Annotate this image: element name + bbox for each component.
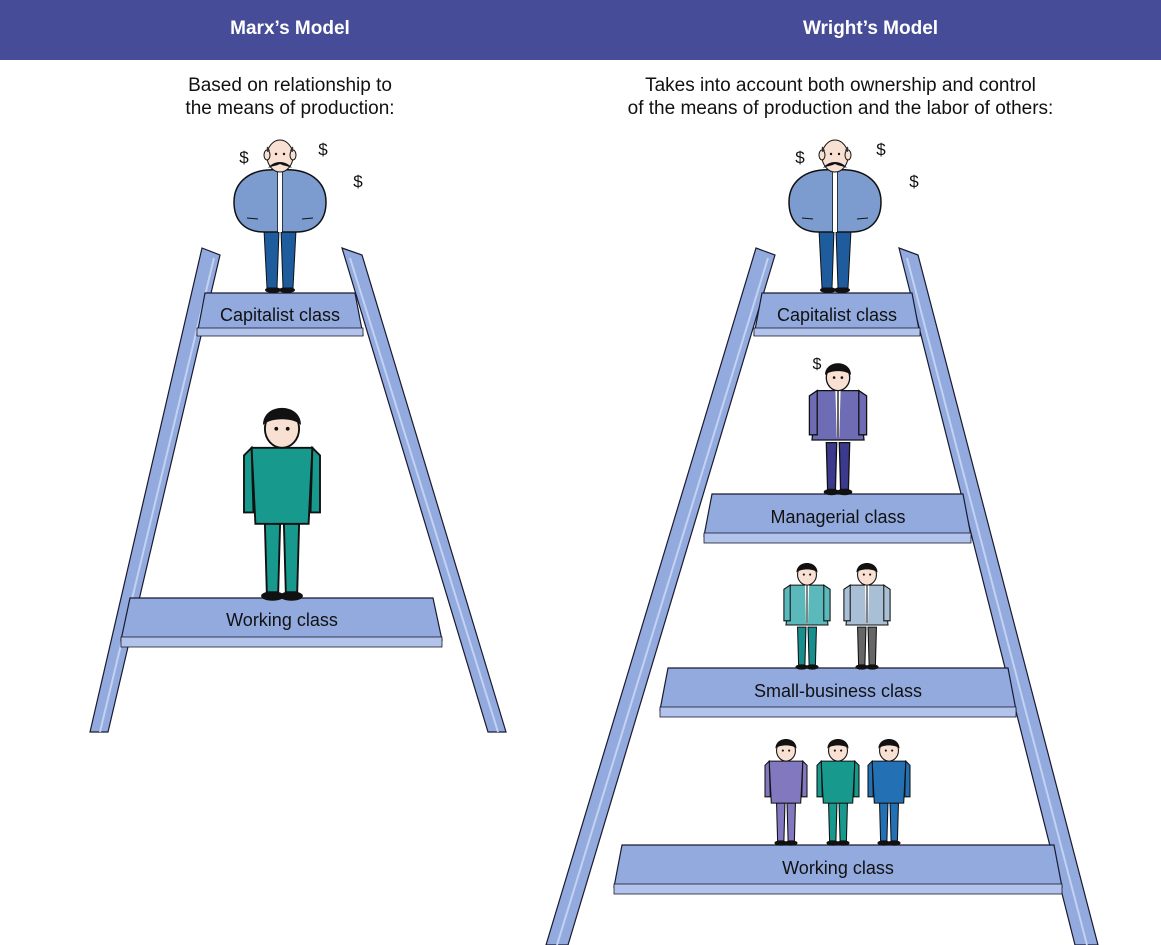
wright-dollar-sign-3: $: [909, 172, 919, 191]
marx-dollar-sign-1: $: [239, 148, 249, 167]
wright-left-rail: [545, 247, 776, 945]
marx-subtitle: Based on relationship to the means of pr…: [80, 74, 500, 120]
marx-ladder: Capitalist class Working class: [89, 247, 507, 733]
wright-subtitle: Takes into account both ownership and co…: [580, 74, 1101, 120]
wright-dollar-sign-2: $: [876, 140, 886, 159]
wright-capitalist-label: Capitalist class: [777, 305, 897, 325]
marx-dollar-sign-2: $: [318, 140, 328, 159]
wright-manager-dollar-sign: $: [813, 356, 822, 373]
wright-working-label: Working class: [782, 858, 894, 878]
wright-small-business-label: Small-business class: [754, 681, 922, 701]
wright-worker-figure-2: [816, 738, 860, 847]
wright-ladder: Capitalist class Managerial class Small-…: [545, 247, 1099, 945]
wright-subtitle-line2: of the means of production and the labor…: [627, 98, 1054, 119]
wright-model-title: Wright’s Model: [802, 18, 939, 39]
wright-worker-figure-3: [867, 738, 911, 847]
marx-worker-figure: [243, 406, 321, 602]
wright-small-business-figure-1: [783, 562, 831, 671]
wright-right-rail: [898, 247, 1099, 945]
wright-managerial-label: Managerial class: [770, 507, 905, 527]
marx-right-rail: [341, 247, 507, 733]
marx-capitalist-label: Capitalist class: [220, 305, 340, 325]
wright-manager-figure: [808, 362, 868, 496]
marx-dollar-sign-3: $: [353, 172, 363, 191]
wright-subtitle-line1: Takes into account both ownership and co…: [645, 75, 1036, 96]
marx-model-title: Marx’s Model: [230, 18, 350, 39]
marx-subtitle-line2: the means of production:: [185, 98, 395, 119]
header-bar: Marx’s Model Wright’s Model: [0, 0, 1161, 60]
wright-worker-figure-1: [764, 738, 808, 847]
wright-dollar-sign-1: $: [795, 148, 805, 167]
marx-working-label: Working class: [226, 610, 338, 630]
wright-small-business-figure-2: [843, 562, 891, 671]
marx-subtitle-line1: Based on relationship to: [188, 75, 392, 96]
